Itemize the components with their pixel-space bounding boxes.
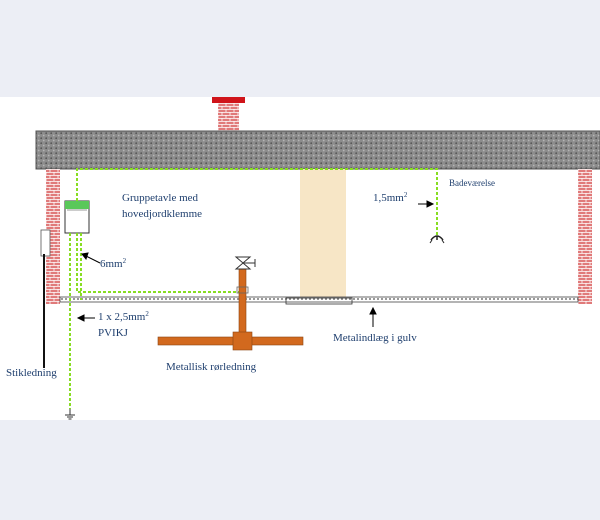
label-gruppetavle: Gruppetavle med <box>122 192 199 204</box>
shower-head-icon <box>429 235 445 244</box>
metal-pipe <box>157 267 304 351</box>
left-wall <box>46 169 60 304</box>
chimney-stack <box>218 103 239 132</box>
ground-wires <box>69 168 438 409</box>
earth-symbol-icon <box>65 409 75 420</box>
label-metallisk-rorledning: Metallisk rørledning <box>166 361 257 373</box>
label-stikledning: Stikledning <box>6 367 57 379</box>
arrow-head-6mm <box>81 252 89 261</box>
label-wire-15mm: 1,5mm2 <box>373 191 408 205</box>
right-wall <box>578 169 592 304</box>
chimney-cap <box>212 97 245 103</box>
chimney <box>212 97 245 132</box>
label-wire-6mm: 6mm2 <box>100 257 127 271</box>
diagram-canvas: Gruppetavle med hovedjordklemme Badevære… <box>0 97 600 420</box>
label-wire-25mm: 1 x 2,5mm2 <box>98 310 149 324</box>
label-metalindlaeg: Metalindlæg i gulv <box>333 332 417 344</box>
annotation-arrows <box>76 200 435 327</box>
label-badevaerelse: Badeværelse <box>449 178 495 188</box>
house-diagram <box>35 97 600 420</box>
label-pvikj: PVIKJ <box>98 327 128 339</box>
interior-pillar <box>300 169 346 298</box>
arrow-head-25mm <box>76 314 85 322</box>
arrow-head-15mm <box>426 200 435 208</box>
bathroom-ground-wire <box>76 168 438 237</box>
distribution-board <box>64 200 90 234</box>
roof <box>35 130 600 170</box>
floor-bracket <box>285 297 353 305</box>
floor-metal-insert <box>59 296 579 303</box>
valve-icon <box>234 256 256 270</box>
meter-box <box>40 229 51 257</box>
arrow-head-floor <box>369 306 377 315</box>
label-hovedjordklemme: hovedjordklemme <box>122 208 203 220</box>
